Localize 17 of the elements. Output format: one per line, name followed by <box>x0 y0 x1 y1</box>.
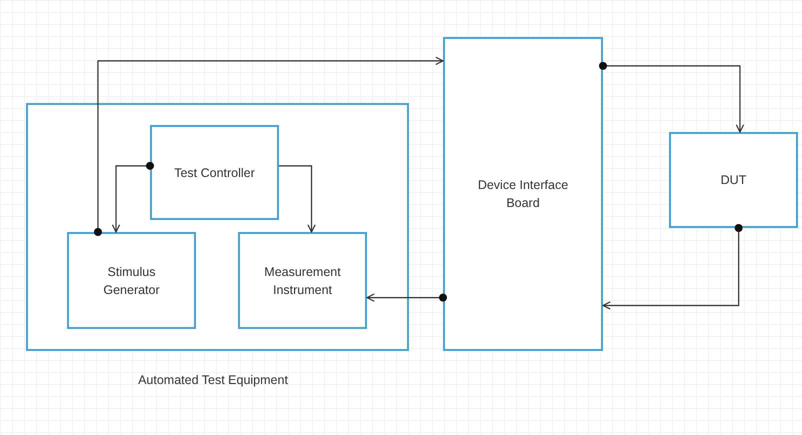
arrow <box>602 224 743 310</box>
block-box <box>238 232 367 329</box>
block-label: Stimulus Generator <box>102 264 161 298</box>
block-box <box>669 132 798 228</box>
arrow <box>599 62 744 133</box>
group-label: Automated Test Equipment <box>137 372 289 389</box>
arrow <box>279 165 316 233</box>
block-label: DUT <box>720 172 746 189</box>
arrow <box>94 56 444 236</box>
arrow <box>112 162 154 233</box>
block-label: Device Interface Board <box>476 177 570 212</box>
block-box <box>67 232 196 329</box>
arrow <box>366 293 447 302</box>
block-box <box>443 37 603 351</box>
block-label: Measurement Instrument <box>263 264 342 298</box>
block-box <box>150 125 279 220</box>
block-label: Test Controller <box>174 164 255 182</box>
